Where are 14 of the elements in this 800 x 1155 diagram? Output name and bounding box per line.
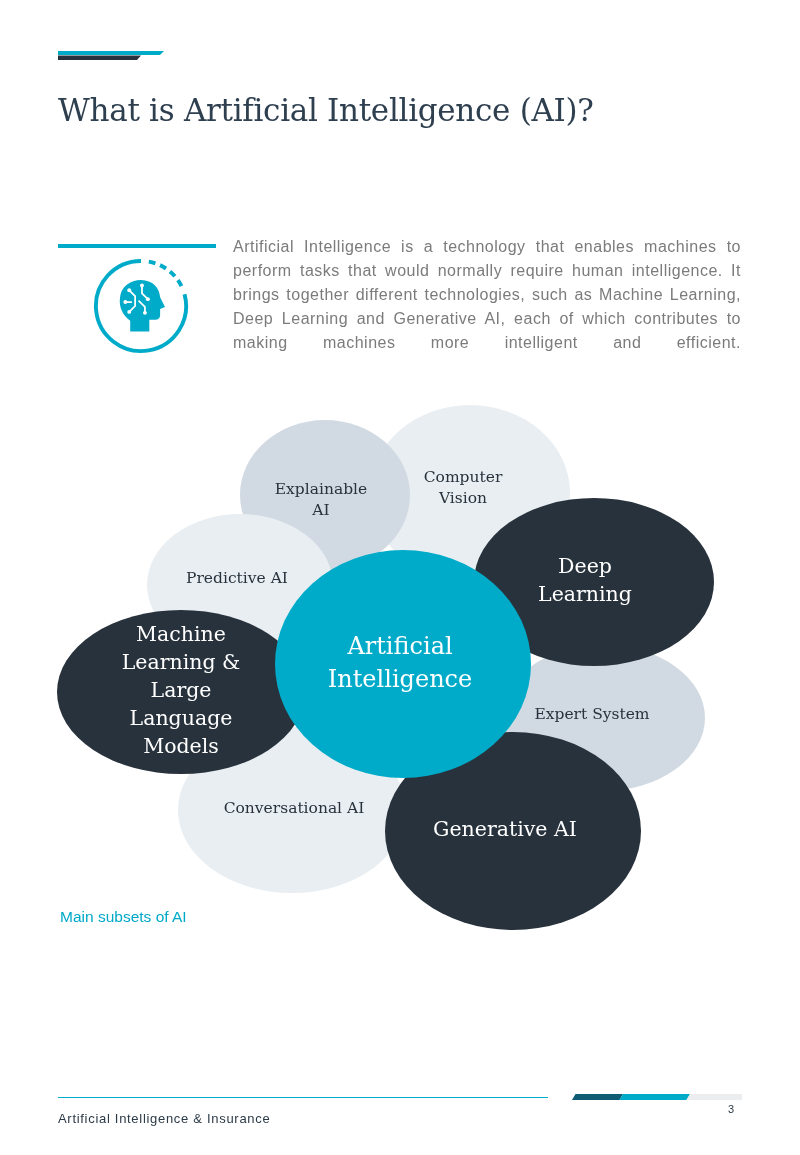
ellipse-label: Artificial Intelligence <box>326 631 474 695</box>
figure-caption: Main subsets of AI <box>60 907 187 927</box>
page-number: 3 <box>728 1103 735 1115</box>
ellipse-label: Predictive AI <box>186 567 288 589</box>
ellipse-label: Machine Learning & Large Language Models <box>120 621 242 760</box>
ellipse-label: Conversational AI <box>223 797 365 819</box>
footer-title: Artificial Intelligence & Insurance <box>58 1111 271 1126</box>
ellipse-label: Generative AI <box>433 816 577 843</box>
ellipse-label: Explainable AI <box>273 479 369 521</box>
ellipse-label: Computer Vision <box>422 467 504 509</box>
ellipse-label: Expert System <box>534 703 650 725</box>
intro-paragraph: Artificial Intelligence is a technology that enables machines to perform tasks that would normally require human intelligence. It brings together different technologies, such as Machine Learning, Deep Learning and Generative AI, each of which contributes to making machines more intelligent and efficient. <box>233 237 741 353</box>
ellipse-label: Deep Learning <box>537 553 633 608</box>
page-title: What is Artificial Intelligence (AI)? <box>58 92 594 128</box>
